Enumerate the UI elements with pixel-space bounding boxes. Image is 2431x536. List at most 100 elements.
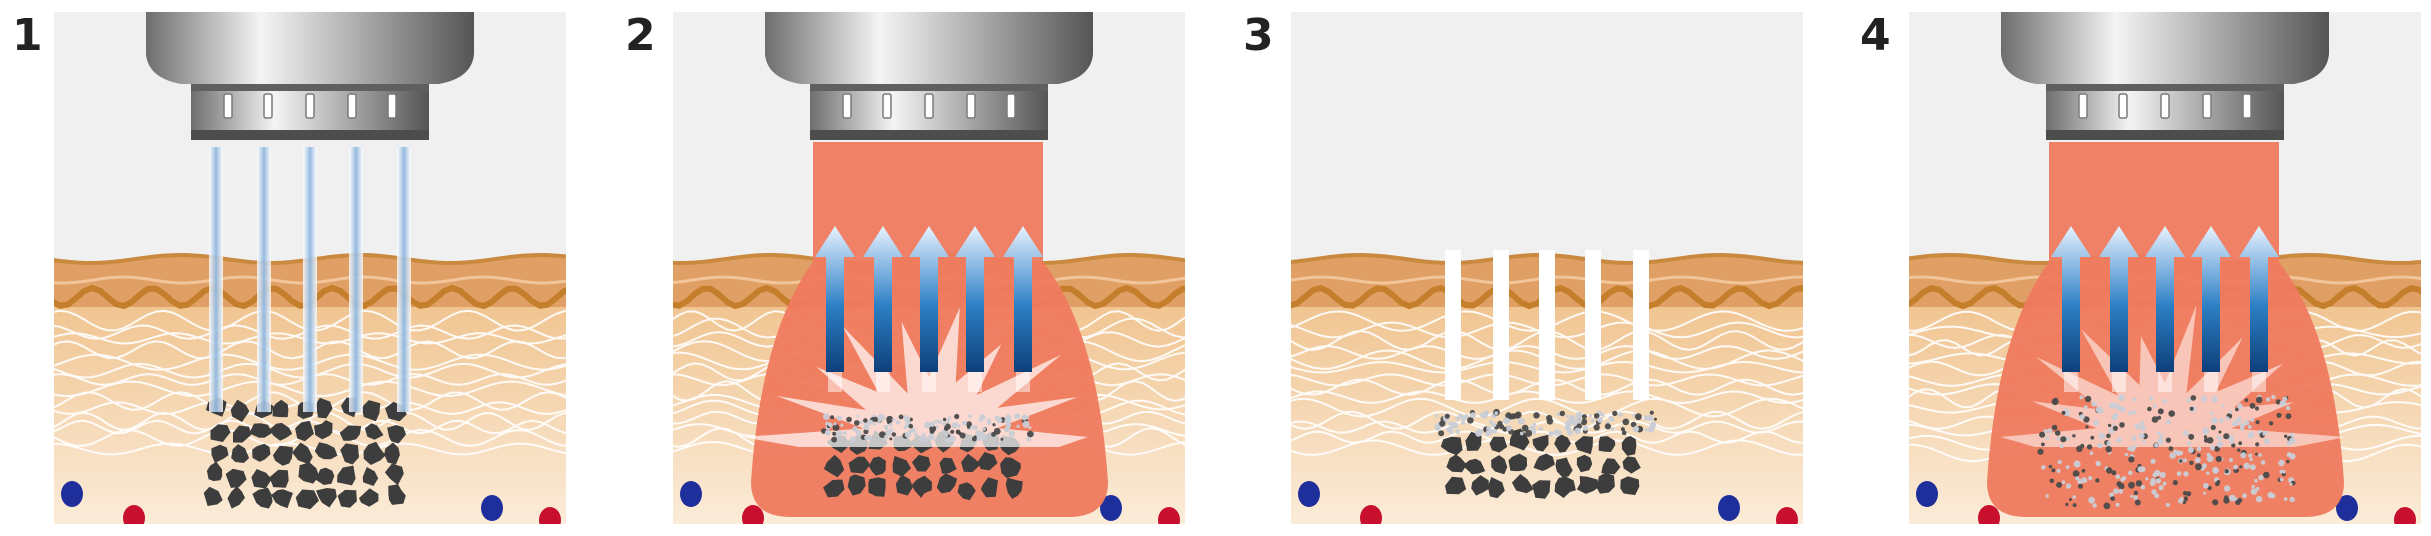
fragment [1025,415,1030,420]
pigment-particle [315,397,333,419]
fragment [836,415,843,421]
fragment [863,428,869,435]
fragment [2249,464,2256,471]
fragment [2084,395,2092,403]
fragment [2286,452,2292,457]
pigment-particle [1597,472,1615,494]
fragment [2154,469,2161,477]
fragment [1548,431,1554,437]
pigment-particle [868,477,886,497]
fragment [1635,413,1642,421]
pigment-particle [936,473,958,494]
fragment [881,415,886,421]
fragment [2066,437,2070,441]
pigment-particle [295,489,319,510]
pigment-particle [272,399,289,418]
fragment [2175,450,2182,457]
fragment [830,415,835,420]
fragment [2228,410,2233,414]
exit-arrow [863,226,903,372]
fragment [2235,407,2239,412]
fragment [823,413,830,420]
fragment [2079,395,2084,400]
fragment [2249,402,2256,409]
fragment [2118,488,2124,494]
fragment [2233,464,2238,470]
fragment [888,422,893,427]
fiber-line [1291,439,1803,456]
handpiece-tip-edge [191,130,429,140]
fragment [1481,412,1488,419]
fragment [1439,420,1446,427]
open-channel [1585,250,1601,400]
fragment [2078,483,2083,489]
fragment [2065,465,2070,470]
fragment [2103,502,2111,510]
fragment [929,421,935,428]
fragment [2284,434,2288,438]
fragment [1444,413,1450,419]
fragment [1649,410,1654,415]
fragment [2165,419,2171,425]
fragment [2112,425,2118,431]
pigment-particle [977,452,998,471]
fragment [1467,417,1474,424]
pigment-particle [230,399,250,422]
fragment [2194,457,2201,464]
fragment [2258,453,2262,457]
fragment [2162,481,2167,486]
fragment [2250,488,2258,495]
pigment-particle [388,484,406,505]
fragment [2279,400,2286,407]
fragment [2061,410,2066,415]
pigment-particle [961,453,981,473]
fragment [2083,405,2088,410]
fragment [2212,467,2219,474]
handpiece [2001,12,2329,140]
fragment [942,417,947,422]
fragment [2243,420,2250,426]
fragment [1580,418,1588,426]
pigment-particle [848,456,871,474]
fragment [2113,488,2119,495]
fragment [1521,424,1529,432]
skin-diagram [673,12,1185,524]
pigment-particle [295,420,314,442]
pigment-particle [384,442,400,465]
pigment-particle [1601,458,1621,475]
fragment [1568,415,1576,423]
fragment [2189,406,2194,411]
fragment [2221,404,2225,408]
fragment [2240,426,2244,431]
fragment [2137,466,2144,473]
pigment-particle [1598,436,1616,452]
fragment [2073,460,2081,468]
fragment [2075,476,2080,481]
fragment [975,430,982,438]
fragment [1553,429,1561,436]
fragment [2116,437,2122,443]
skin-diagram [54,12,566,524]
pigment-particle [210,424,231,442]
fragment [2121,476,2127,481]
fragment [2225,416,2230,421]
exit-arrow [2191,226,2231,372]
fragment [831,436,837,443]
fragment [2128,481,2135,489]
step-panel-1 [54,12,566,524]
fragment [2053,397,2059,403]
fragment [891,432,896,437]
fragment [2080,443,2085,448]
fragment [2178,498,2184,504]
cooling-needle [303,147,317,412]
fragment [2188,433,2195,440]
fragment [2056,437,2061,441]
pigment-particle [1554,476,1576,498]
fragment [1589,414,1592,418]
fragment [2247,425,2252,429]
pigment-particle [337,489,357,508]
fragment [2214,445,2221,452]
fragment [2215,455,2222,463]
blood-cell [539,507,561,524]
fragment [1525,429,1533,437]
